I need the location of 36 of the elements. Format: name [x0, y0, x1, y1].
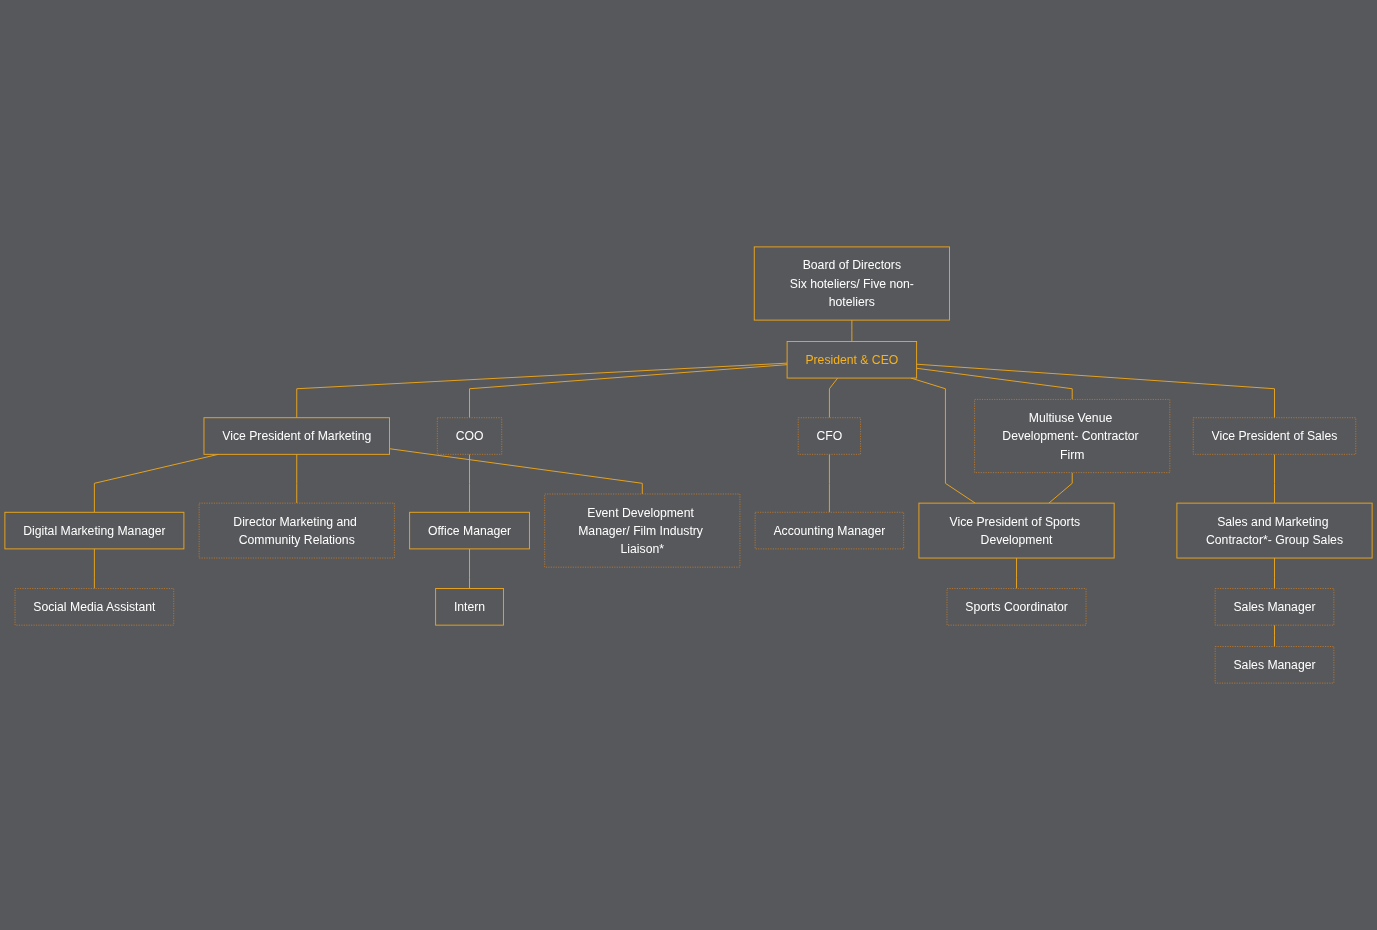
- node-box: Sports Coordinator: [946, 588, 1087, 626]
- connector: [1274, 624, 1275, 647]
- node-box: Digital Marketing Manager: [4, 511, 185, 550]
- connector: [469, 453, 470, 513]
- node-box: Board of Directors Six hoteliers/ Five non-hoteliers: [753, 246, 950, 321]
- connector: [1016, 557, 1017, 589]
- connector: [1048, 472, 1073, 504]
- node-box: Sales and Marketing Contractor*- Group Sales: [1176, 502, 1373, 559]
- node-box: Vice President of Sales: [1192, 417, 1357, 455]
- connector: [916, 367, 1073, 400]
- connector: [828, 377, 839, 419]
- connector: [296, 362, 788, 419]
- connector: [389, 448, 643, 495]
- node-box: President & CEO: [786, 341, 918, 379]
- node-box: Social Media Assistant: [14, 588, 175, 626]
- node-box: Multiuse Venue Development- Contractor Firm: [974, 399, 1171, 473]
- node-box: Sales Manager: [1214, 588, 1335, 626]
- node-box: Sales Manager: [1214, 646, 1335, 684]
- node-box: Director Marketing and Community Relations: [198, 502, 395, 559]
- connector: [1274, 453, 1275, 504]
- node-box: Intern: [435, 588, 504, 626]
- node-box: CFO: [797, 417, 861, 455]
- connector: [93, 548, 95, 589]
- connector: [828, 453, 830, 513]
- connector: [469, 548, 470, 589]
- connector: [1274, 557, 1275, 589]
- connector: [851, 319, 853, 342]
- node-box: Accounting Manager: [754, 511, 904, 550]
- connector: [296, 453, 298, 504]
- node-box: Office Manager: [409, 511, 530, 550]
- connector: [469, 364, 788, 419]
- node-box: Event Development Manager/ Film Industry Liaison*: [544, 493, 741, 568]
- node-box: Vice President of Marketing: [203, 417, 390, 455]
- node-box: COO: [437, 417, 503, 455]
- node-box: Vice President of Sports Development: [918, 502, 1115, 559]
- connector: [916, 363, 1275, 419]
